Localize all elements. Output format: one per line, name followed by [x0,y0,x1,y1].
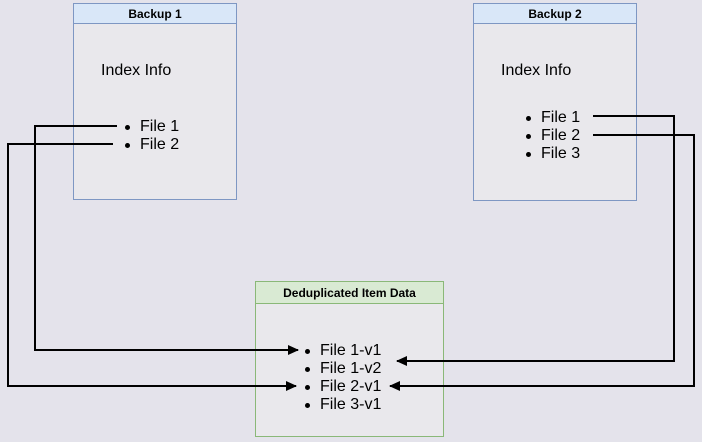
bullet-icon [526,151,531,157]
file-label: File 2 [541,127,581,144]
item-label: File 1-v2 [320,360,382,377]
dedup-item-list: File 1-v1 File 1-v2 File 2-v1 File 3-v1 [305,342,381,414]
list-item: File 2-v1 [305,378,381,396]
backup2-subtitle: Index Info [501,62,572,79]
bullet-icon [526,115,531,121]
list-item: File 2 [125,136,179,154]
list-item: File 3-v1 [305,396,381,414]
item-label: File 1-v1 [320,342,382,359]
file-label: File 3 [541,145,581,162]
list-item: File 1 [526,109,580,127]
list-item: File 3 [526,145,580,163]
bullet-icon [125,142,130,148]
list-item: File 1-v1 [305,342,381,360]
backup1-subtitle: Index Info [101,62,172,79]
backup1-title: Backup 1 [74,4,236,24]
item-label: File 2-v1 [320,378,382,395]
file-label: File 1 [140,118,180,135]
list-item: File 1 [125,118,179,136]
dedup-title: Deduplicated Item Data [256,282,443,304]
list-item: File 2 [526,127,580,145]
file-label: File 1 [541,109,581,126]
file-label: File 2 [140,136,180,153]
backup2-box: Backup 2 Index Info File 1 File 2 File 3 [473,3,637,201]
bullet-icon [305,402,310,408]
item-label: File 3-v1 [320,396,382,413]
bullet-icon [305,348,310,354]
backup1-file-list: File 1 File 2 [125,118,179,154]
bullet-icon [305,366,310,372]
dedup-box: Deduplicated Item Data File 1-v1 File 1-… [255,281,444,437]
bullet-icon [526,133,531,139]
bullet-icon [125,124,130,130]
backup2-file-list: File 1 File 2 File 3 [526,109,580,163]
backup2-title: Backup 2 [474,4,636,24]
bullet-icon [305,384,310,390]
backup1-box: Backup 1 Index Info File 1 File 2 [73,3,237,200]
list-item: File 1-v2 [305,360,381,378]
